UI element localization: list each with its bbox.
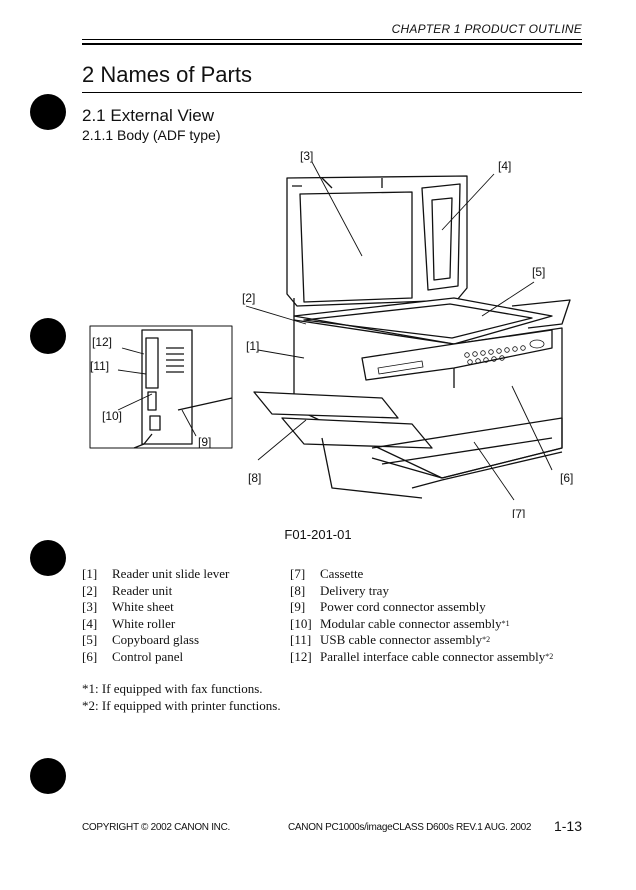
footnote-marker: *1: [501, 618, 510, 628]
callout-5: [5]: [532, 265, 545, 279]
list-item: [12]Parallel interface cable connector a…: [290, 648, 554, 664]
callout-8: [8]: [248, 471, 261, 485]
binder-hole: [30, 758, 66, 794]
chapter-header: CHAPTER 1 PRODUCT OUTLINE: [391, 22, 582, 36]
parts-list-right: [7]Cassette [8]Delivery tray [9]Power co…: [290, 566, 553, 665]
header-rule-thick: [82, 43, 582, 45]
list-item: [11]USB cable connector assembly*2: [290, 632, 491, 647]
page-number: 1-13: [553, 818, 582, 834]
callout-6: [6]: [560, 471, 573, 485]
list-item: [3]White sheet: [82, 599, 174, 614]
title-rule: [82, 92, 582, 93]
list-item: [7]Cassette: [290, 566, 364, 581]
section-subsubtitle: 2.1.1 Body (ADF type): [82, 127, 221, 143]
footnote: *2: If equipped with printer functions.: [82, 697, 281, 713]
list-item: [1]Reader unit slide lever: [82, 566, 230, 581]
binder-hole: [30, 540, 66, 576]
list-item: [8]Delivery tray: [290, 582, 389, 598]
callout-12: [12]: [92, 335, 112, 349]
list-item: [9]Power cord connector assembly: [290, 599, 486, 614]
list-item: [4]White roller: [82, 615, 176, 631]
list-item: [2]Reader unit: [82, 582, 173, 598]
footnote-marker: *2: [482, 635, 491, 644]
section-subtitle: 2.1 External View: [82, 106, 214, 125]
footnote: *1: If equipped with fax functions.: [82, 681, 263, 696]
callout-11: [11]: [90, 359, 109, 373]
binder-hole: [30, 318, 66, 354]
footer-doc-id: CANON PC1000s/imageCLASS D600s REV.1 AUG…: [288, 822, 532, 833]
callout-1: [1]: [246, 339, 259, 353]
footnote-marker: *2: [545, 651, 554, 661]
header-rule-thin: [82, 39, 582, 40]
callout-10: [10]: [102, 409, 122, 423]
callout-4: [4]: [498, 159, 511, 173]
list-item: [6]Control panel: [82, 648, 184, 664]
callout-2: [2]: [242, 291, 255, 305]
footnotes: *1: If equipped with fax functions. *2: …: [82, 681, 281, 714]
machine-illustration: [3] [4] [5] [2] [1] [6] [7] [8] [9] [10]…: [89, 149, 573, 518]
binder-hole: [30, 94, 66, 130]
list-item: [10]Modular cable connector assembly*1: [290, 615, 510, 631]
callout-7: [7]: [512, 507, 525, 518]
figure-caption: F01-201-01: [284, 527, 352, 542]
callout-3: [3]: [300, 149, 313, 163]
callout-9: [9]: [198, 435, 211, 449]
list-item: [5]Copyboard glass: [82, 632, 200, 647]
footer-copyright: COPYRIGHT © 2002 CANON INC.: [82, 822, 231, 833]
section-title: 2 Names of Parts: [82, 62, 252, 87]
parts-list-left: [1]Reader unit slide lever [2]Reader uni…: [82, 566, 229, 665]
